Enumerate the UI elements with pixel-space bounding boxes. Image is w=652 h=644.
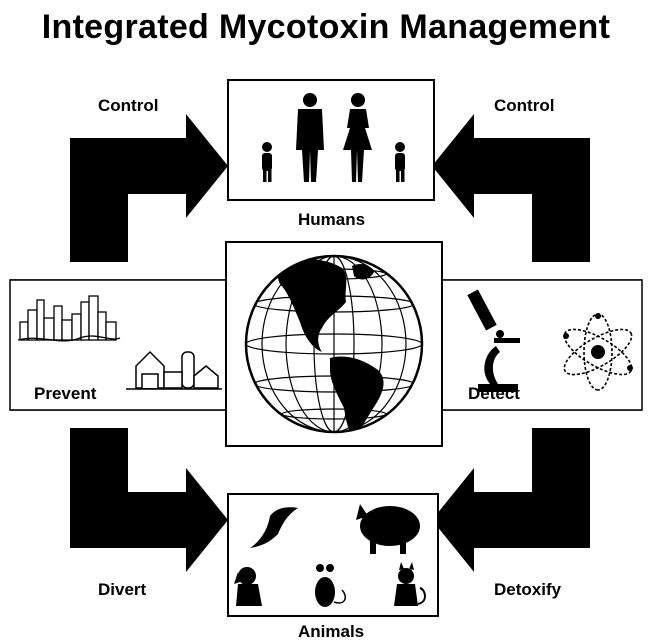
woman-figure-icon [343,93,372,182]
humans-figures [262,93,405,182]
child-figure-icon [395,142,405,182]
mouse-icon [315,564,347,607]
globe-icon [244,254,424,434]
label-detect: Detect [468,384,520,403]
arrow-detoxify [432,428,590,572]
man-figure-icon [296,93,324,182]
arrow-control-right [432,114,590,262]
label-prevent: Prevent [34,384,97,403]
label-detoxify: Detoxify [494,580,562,599]
label-humans: Humans [298,210,366,229]
label-control-right: Control [494,96,555,115]
child-figure-icon [262,142,272,182]
diagram-title: Integrated Mycotoxin Management [41,8,611,46]
arrow-control-left [70,114,228,262]
animals-figures [234,504,426,607]
humans-box [227,79,435,201]
label-control-left: Control [98,96,159,115]
pig-icon [356,504,420,554]
atom-icon [563,313,633,391]
label-animals: Animals [298,622,365,641]
farm-barn-icon [126,350,222,390]
bird-icon [250,507,298,548]
dog-icon [234,567,262,606]
arrow-divert [70,428,228,572]
city-skyline-icon [17,295,121,342]
label-divert: Divert [98,580,147,599]
cat-icon [394,562,426,606]
microscope-icon [467,289,520,392]
